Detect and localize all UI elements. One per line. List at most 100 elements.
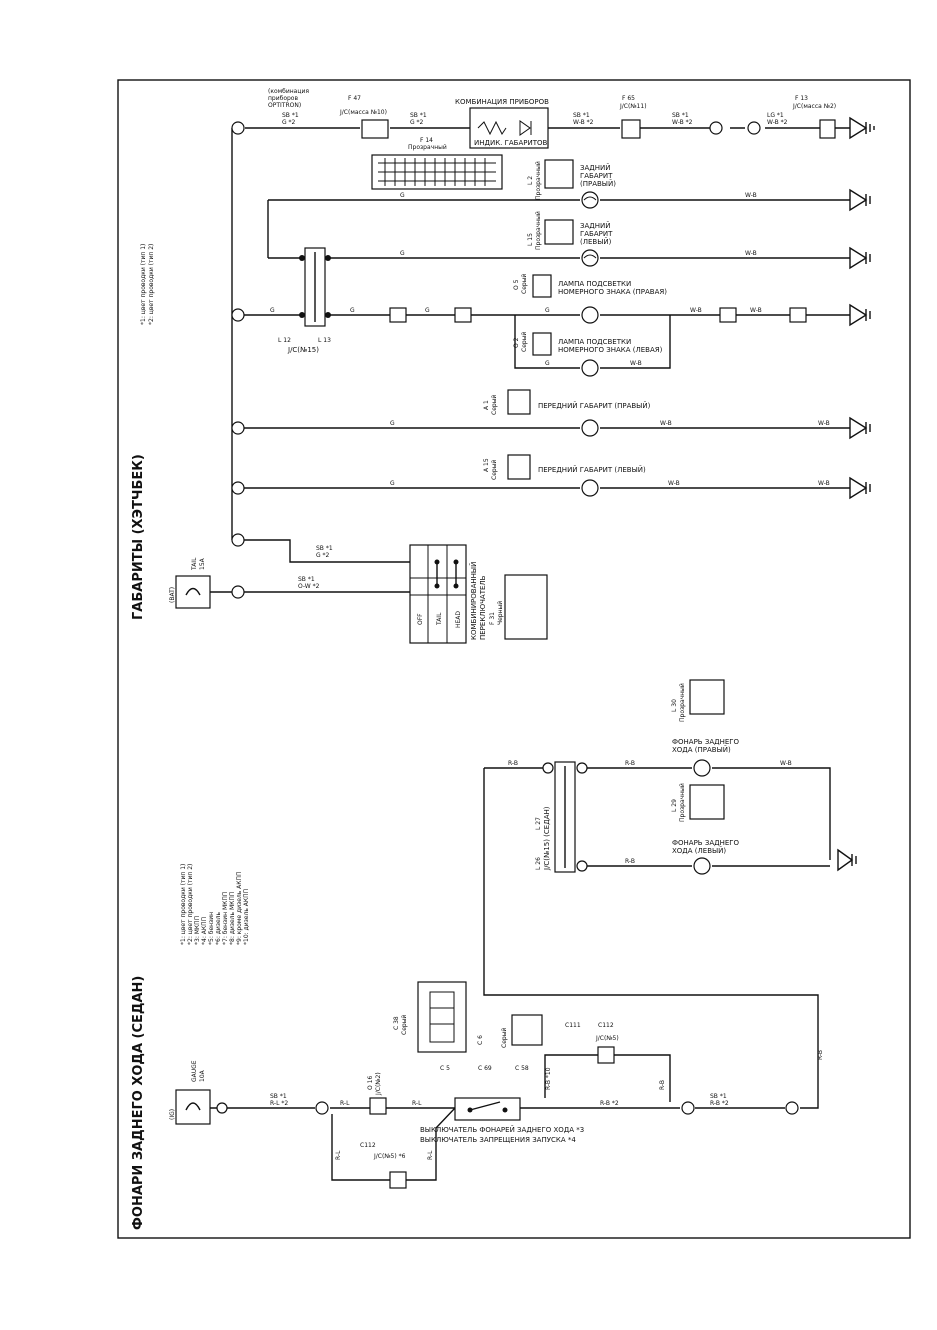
start-inhibit-label: ВЫКЛЮЧАТЕЛЬ ЗАПРЕЩЕНИЯ ЗАПУСКА *4 [420,1136,576,1144]
note-bottom-5: *5: бензин [208,912,215,945]
ground-icon [849,116,875,140]
combo-instr-block [469,107,549,149]
wire-wb-fr-b: W-B [818,420,830,427]
c-conn-2: C 69 [478,1065,492,1072]
note-bottom-1: *1: цвет проводки (тип 1) [180,864,187,945]
jc-mass2-block [819,119,836,139]
wire-g-plate-d: G [545,307,550,314]
note-bottom-7: *7: бензин МКПП [222,892,229,945]
connector-circle [542,762,554,774]
a15-grey: Серый [491,460,498,480]
sw-wire-ow2: O-W *2 [298,583,320,590]
jc-mass10-block [361,119,389,139]
wire-wb2-e: W-B *2 [767,119,788,126]
switch-name-2: ПЕРЕКЛЮЧАТЕЛЬ [479,575,487,640]
ground-icon [849,416,871,440]
a1-grey: Серый [491,395,498,415]
l12-label: L 12 [278,337,291,344]
wire-rb-c: R-B [625,858,635,865]
ground-icon [849,246,871,270]
bat-label: (BAT) [169,587,176,603]
node-ik2-b [681,1101,695,1115]
c-conn-3: C 58 [515,1065,529,1072]
plate-left-bulb-icon [581,359,599,377]
rl-d: R-L [427,1150,434,1160]
f14-label: F 14 [420,137,433,144]
o5-grey: Серый [521,274,528,294]
l30-connector-face [689,679,725,715]
wire-wb-fr-a: W-B [660,420,672,427]
l2-type: Прозрачный [535,161,542,200]
wire-wb-plate-c: W-B [630,360,642,367]
wire-g-plate-b: G [350,307,355,314]
rear-left-1: ЗАДНИЙ [580,221,610,230]
c6-label: C 6 [477,1035,484,1045]
sw-tail: TAIL [436,612,443,626]
rear-left-bulb-icon [581,249,599,267]
jc-n5-upper-block [597,1046,615,1064]
sw-head: HEAD [455,611,462,628]
ground-icon [837,848,857,872]
connector-circle [576,860,588,872]
l15-label: L 15 [527,233,534,246]
wire-g2-b: G *2 [410,119,424,126]
wire-rb-a: R-B [508,760,518,767]
connector-circle [216,1102,228,1114]
l27-label: L 27 [535,817,542,830]
wire-wb-a: W-B [780,760,792,767]
top-connectors [231,121,761,135]
sb1-right: SB *1 [710,1093,727,1100]
ground-icon [849,188,871,212]
wire-g-plate-e: G [545,360,550,367]
gauge-fuse-1: GAUGE [191,1060,198,1082]
wire-rb-vert: R-B [817,1050,824,1060]
rl-c: R-L [335,1150,342,1160]
combo-instr-2: приборов [268,95,298,102]
sw-off: OFF [417,613,424,625]
rev-feed-wire [483,768,819,1109]
rear-left-2: ГАБАРИТ [580,230,613,238]
note-top-1: *1: цвет проводки (тип 1) [140,244,147,325]
c-conn-1: C 5 [440,1065,450,1072]
rev-right-bulb-icon [693,759,711,777]
front-left-label: ПЕРЕДНИЙ ГАБАРИТ (ЛЕВЫЙ) [538,465,646,474]
jc-n2-label: J/C(№2) [375,1072,382,1096]
note-bottom-9: *9: кроме дизель АКПП [236,871,243,945]
plate-right-1: ЛАМПА ПОДСВЕТКИ [558,280,631,288]
jc-n5-bottom: J/C(№5) *6 [373,1153,406,1160]
ground-icon [849,476,871,500]
wire-g2-a: G *2 [282,119,296,126]
switch-color: Черный [497,601,504,625]
o2-label: O 2 [513,337,520,348]
tail-fuse-2: 15A [199,557,206,570]
l15-type: Прозрачный [535,211,542,250]
a1-connector-face [507,389,531,415]
plate-right-2: НОМЕРНОГО ЗНАКА (ПРАВАЯ) [558,288,667,296]
c112-top: C112 [360,1142,376,1149]
a1-label: A 1 [483,400,490,410]
c112-label: C112 [598,1022,614,1029]
note-bottom-4: *4: АКПП [201,917,208,945]
o16-label: O 16 [367,1076,374,1090]
jc15-sedan-label: J/C(№15) (СЕДАН) [543,806,551,871]
rb2-right: R-B *2 [710,1100,729,1107]
node-le [789,307,807,323]
combo-instr-3: OPTITRON) [268,102,301,109]
fuse-icon [185,1102,201,1111]
plate-left-loop [514,315,671,369]
front-right-bulb-icon [581,419,599,437]
jc-n11-label: J/C(№11) [619,103,647,110]
bulb-filament [583,254,597,259]
l30-label: L 30 [671,699,678,712]
wire-lg1: LG *1 [767,112,784,119]
rb-upper: R-B [659,1080,666,1090]
c6-grey: Серый [501,1028,508,1048]
indik-label: ИНДИК. ГАБАРИТОВ [474,139,548,147]
jc-n5-label: J/C(№5) [595,1035,619,1042]
rear-right-1: ЗАДНИЙ [580,163,610,172]
wire-wb-plate-a: W-B [690,307,702,314]
wire-g-rr: G [400,192,405,199]
rear-right-bulb-icon [581,191,599,209]
